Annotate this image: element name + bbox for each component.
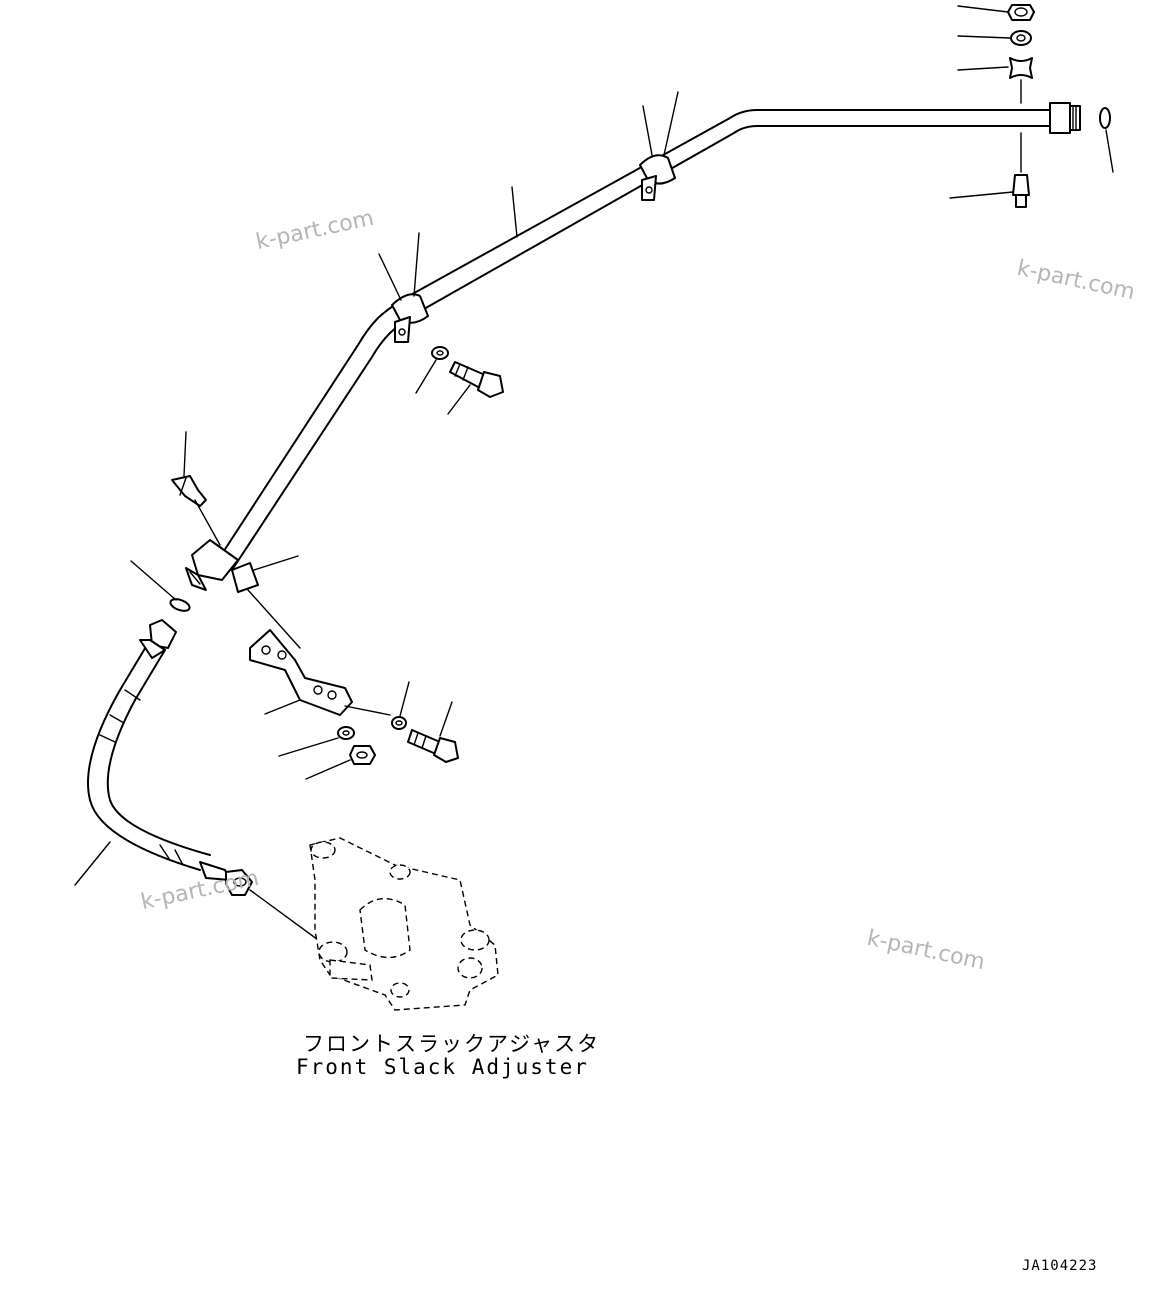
washer-bolt-lower — [391, 716, 407, 730]
o-ring-lower — [169, 598, 191, 612]
stud-bolt — [1012, 174, 1030, 208]
bolt-lower — [407, 729, 459, 763]
bracket — [249, 629, 353, 716]
tube-lower-fitting — [185, 539, 239, 591]
washer-bracket — [337, 726, 355, 740]
clamp-upper — [639, 154, 676, 201]
top-nut — [1007, 4, 1035, 21]
nut-bracket — [349, 745, 376, 765]
rubber-cushion — [1009, 57, 1033, 79]
component-label-english: Front Slack Adjuster — [296, 1055, 589, 1079]
rigid-tube — [217, 109, 1051, 571]
component-label-japanese: フロントスラックアジャスタ — [303, 1032, 601, 1056]
washer-middle — [431, 346, 449, 360]
hose-upper-fitting — [139, 619, 177, 659]
leader-lines — [74, 5, 1114, 886]
bolt-middle — [449, 361, 504, 398]
hose-lower-fitting — [199, 861, 253, 896]
clamp-middle — [391, 293, 429, 343]
drawing-code: JA104223 — [1022, 1258, 1098, 1274]
clamp-lower — [231, 562, 259, 593]
flexible-hose — [87, 639, 211, 871]
front-slack-adjuster — [309, 837, 499, 1011]
bleeder-fitting — [171, 475, 207, 507]
top-washer — [1010, 30, 1032, 46]
tube-end-fitting — [1049, 102, 1081, 134]
o-ring-top — [1099, 107, 1111, 129]
